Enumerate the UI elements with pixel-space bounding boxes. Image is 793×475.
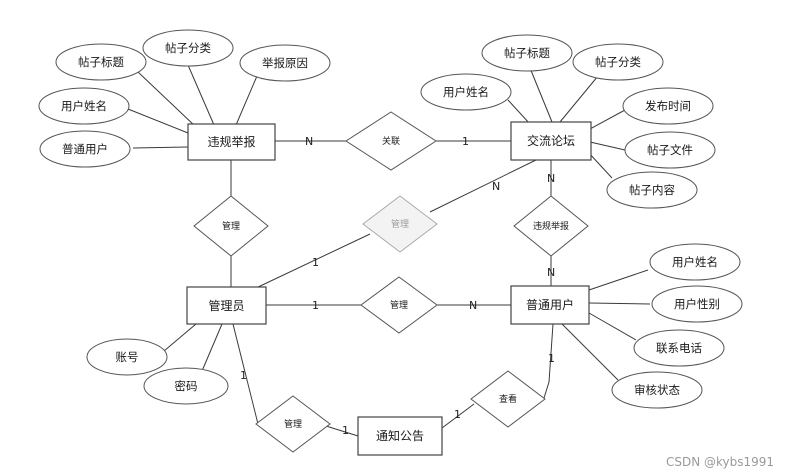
line-forum-file: [589, 141, 626, 151]
attr-forum-post-category-label: 帖子分类: [595, 55, 641, 69]
attr-violation-username-label: 用户姓名: [61, 99, 107, 113]
entity-user-label: 普通用户: [526, 297, 574, 312]
rel-report: 违规举报: [513, 195, 589, 257]
line-forum-username: [507, 99, 531, 125]
attr-forum-publish-time: 发布时间: [622, 87, 714, 125]
attr-violation-post-category-label: 帖子分类: [165, 41, 211, 55]
entity-violation-report: 违规举报: [187, 123, 276, 161]
entity-forum-label: 交流论坛: [527, 133, 575, 148]
attr-violation-username: 用户姓名: [38, 87, 130, 125]
line-forum-content: [587, 151, 613, 179]
card-view-notice: 1: [454, 408, 461, 421]
card-report-user: N: [547, 266, 555, 279]
attr-user-review-status: 审核状态: [611, 371, 703, 409]
attr-violation-reason: 举报原因: [239, 44, 331, 82]
attr-admin-account-label: 账号: [116, 350, 139, 364]
rel-manage-forum: 管理: [362, 195, 438, 253]
rel-manage-violation-label: 管理: [222, 220, 240, 232]
attr-user-gender: 用户性别: [651, 285, 743, 323]
connector-lines: [127, 64, 651, 437]
attr-forum-post-category: 帖子分类: [572, 43, 664, 81]
line-violation-title: [137, 71, 197, 128]
line-admin-password: [201, 323, 223, 372]
card-manage-user-admin: 1: [312, 299, 319, 312]
line-user-name: [588, 269, 649, 291]
rel-report-label: 违规举报: [533, 220, 569, 232]
entity-violation-report-label: 违规举报: [207, 134, 255, 149]
card-manage-user-user: N: [469, 299, 477, 312]
attr-user-name: 用户姓名: [649, 243, 741, 281]
line-violation-user: [132, 146, 189, 149]
line-user-phone: [588, 312, 637, 341]
attr-user-gender-label: 用户性别: [674, 297, 720, 311]
attr-admin-password-label: 密码: [175, 379, 198, 393]
attr-violation-user: 普通用户: [39, 130, 131, 168]
line-user-gender: [588, 302, 651, 305]
attr-forum-username-label: 用户姓名: [443, 85, 489, 99]
line-mf-forum: [429, 159, 537, 213]
rel-manage-user: 管理: [360, 276, 438, 334]
line-view-notice: [441, 403, 475, 429]
line-mn-admin: [232, 323, 259, 425]
attr-forum-post-title-label: 帖子标题: [504, 46, 550, 60]
rel-assoc: 关联: [345, 111, 437, 171]
entity-admin: 管理员: [186, 286, 267, 325]
attr-forum-post-file: 帖子文件: [624, 131, 716, 169]
line-forum-title: [529, 67, 553, 123]
rel-manage-violation: 管理: [193, 195, 269, 257]
attr-forum-post-file-label: 帖子文件: [647, 143, 693, 157]
attr-user-name-label: 用户姓名: [672, 255, 718, 269]
card-assoc-violation: N: [305, 135, 313, 148]
card-assoc-forum: 1: [462, 135, 469, 148]
attr-violation-post-category: 帖子分类: [142, 29, 234, 67]
line-violation-category: [187, 64, 215, 126]
line-admin-account: [163, 323, 197, 352]
attr-violation-reason-label: 举报原因: [262, 56, 308, 70]
card-manage-notice-admin: 1: [240, 369, 247, 382]
attr-forum-username: 用户姓名: [420, 73, 512, 111]
attr-violation-post-title-label: 帖子标题: [78, 55, 124, 69]
card-report-forum: N: [547, 172, 555, 185]
attr-admin-account: 账号: [86, 338, 168, 376]
line-view-user: [543, 323, 554, 399]
watermark: CSDN @kybs1991: [666, 455, 774, 469]
card-manage-notice-notice: 1: [342, 424, 349, 437]
attr-forum-post-title: 帖子标题: [481, 34, 573, 72]
rel-view: 查看: [470, 370, 546, 428]
line-violation-username: [127, 108, 189, 134]
attr-forum-publish-time-label: 发布时间: [645, 99, 691, 113]
rel-manage-forum-label: 管理: [391, 218, 409, 230]
attr-user-review-status-label: 审核状态: [634, 383, 680, 397]
attr-user-phone: 联系电话: [633, 329, 725, 367]
rel-manage-notice: 管理: [255, 395, 331, 453]
entity-admin-label: 管理员: [208, 298, 244, 313]
attr-user-phone-label: 联系电话: [656, 341, 702, 355]
card-manage-forum-forum: N: [492, 180, 500, 193]
rel-view-label: 查看: [499, 393, 517, 405]
entity-notice-label: 通知公告: [376, 429, 424, 443]
card-view-user: 1: [548, 352, 555, 365]
line-mn-notice: [325, 425, 359, 437]
line-violation-reason: [235, 75, 258, 126]
line-mf-admin: [255, 233, 371, 289]
attr-forum-post-content: 帖子内容: [606, 171, 698, 209]
rel-manage-user-label: 管理: [390, 299, 408, 311]
cardinality-labels: N 1 N 1 N N 1 N 1 1 1 1: [240, 135, 555, 437]
line-forum-category: [559, 75, 599, 123]
entity-forum: 交流论坛: [510, 121, 592, 161]
line-user-status: [561, 323, 619, 381]
rel-assoc-label: 关联: [382, 135, 400, 147]
attr-violation-user-label: 普通用户: [62, 142, 108, 156]
attr-violation-post-title: 帖子标题: [55, 43, 147, 81]
rel-manage-notice-label: 管理: [284, 418, 302, 430]
attr-admin-password: 密码: [143, 367, 229, 405]
card-manage-forum-admin: 1: [312, 256, 319, 269]
line-forum-time: [589, 109, 626, 130]
entity-user: 普通用户: [510, 285, 590, 325]
attr-forum-post-content-label: 帖子内容: [629, 183, 675, 197]
entity-notice: 通知公告: [357, 416, 443, 456]
